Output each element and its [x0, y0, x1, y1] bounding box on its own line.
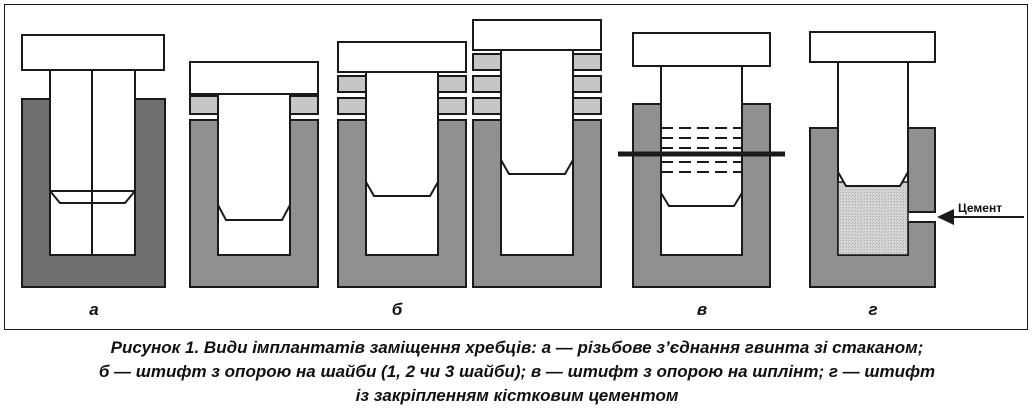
figure-frame	[4, 4, 1028, 330]
panel-label-g: г	[868, 300, 878, 319]
pin-g	[837, 61, 909, 187]
pin-head-g	[809, 31, 936, 63]
pin-head-b2	[337, 41, 467, 73]
pin-head-b3	[472, 19, 602, 51]
washer-b2-left-1	[337, 75, 367, 93]
screw-tip-a	[49, 190, 136, 204]
panel-b3-implant	[472, 19, 602, 288]
panel-a-implant	[21, 34, 166, 288]
figure-caption: Рисунок 1. Види імплантатів заміщення хр…	[0, 336, 1034, 408]
panel-label-v: в	[696, 300, 708, 319]
panel-label-b: б	[391, 300, 403, 319]
cement-label: Цемент	[958, 201, 1002, 215]
panel-label-a: а	[89, 300, 99, 319]
cotter-hole-dashes-v	[661, 127, 742, 173]
cement-fill-g	[837, 181, 909, 256]
caption-line-2: б — штифт з опорою на шайби (1, 2 чи 3 ш…	[98, 362, 936, 381]
pin-b1	[217, 93, 291, 221]
washer-b3-left-2	[472, 75, 502, 93]
panel-b2-implant	[337, 41, 467, 288]
washer-b3-right-3	[572, 97, 602, 115]
pin-head-v	[632, 32, 771, 67]
washer-b1-left	[189, 95, 219, 115]
screw-head-a	[21, 34, 165, 71]
washer-b2-left-2	[337, 97, 367, 115]
panel-v-implant	[618, 32, 785, 288]
caption-line-3: із закріпленням кістковим цементом	[355, 386, 679, 405]
washer-b3-right-1	[572, 53, 602, 71]
washer-b3-right-2	[572, 75, 602, 93]
washer-b3-left-1	[472, 53, 502, 71]
washer-b3-left-3	[472, 97, 502, 115]
washer-b2-right-2	[437, 97, 467, 115]
pin-v	[660, 65, 743, 207]
implant-diagram: Цемент	[21, 19, 1024, 288]
pin-b3	[500, 49, 574, 175]
washer-b2-right-1	[437, 75, 467, 93]
washer-b1-right	[289, 95, 319, 115]
cement-arrow-head-icon	[937, 209, 954, 225]
caption-line-1: Рисунок 1. Види імплантатів заміщення хр…	[110, 338, 924, 357]
panel-g-implant: Цемент	[809, 31, 1024, 288]
pin-b2	[365, 71, 439, 197]
pin-head-b1	[189, 61, 319, 95]
panel-b1-implant	[189, 61, 319, 288]
